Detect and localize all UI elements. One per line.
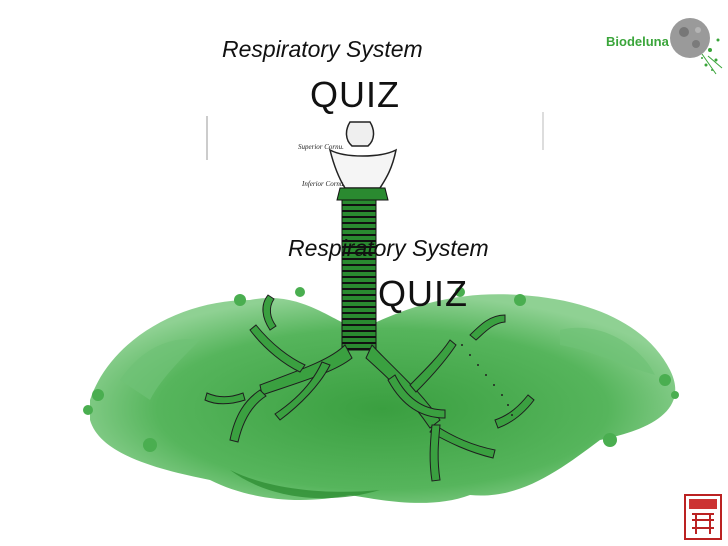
quiz-heading-top: QUIZ [310,74,400,115]
label-inferior-cornu: Inferior Cornu. [302,180,346,188]
foliage-mass [83,287,679,503]
bronchial-branches [204,294,535,482]
label-superior-cornu: Superior Cornu. [298,143,344,151]
quiz-heading-middle: QUIZ [378,273,468,314]
slide-title-top: Respiratory System [222,36,423,62]
trachea [328,121,398,351]
moon-icon [670,18,723,75]
slide-title-middle: Respiratory System [288,235,489,261]
biodeluna-logo: Biodeluna [598,10,726,80]
seal-stamp-icon [684,494,722,540]
logo-text: Biodeluna [606,34,669,49]
diagram-microtext [461,344,513,416]
